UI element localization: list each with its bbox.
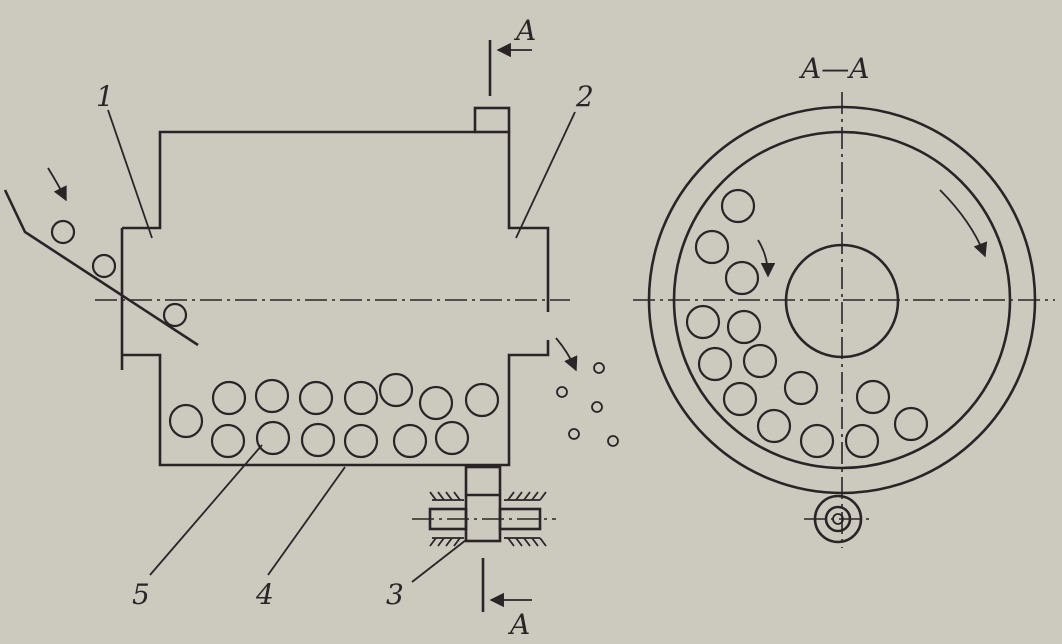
drum-side-view: A A 1 2 3 4 5 xyxy=(3,14,619,641)
discharge-arrow xyxy=(555,337,578,372)
leader-2 xyxy=(515,111,576,239)
section-marker-bottom: A xyxy=(481,558,532,641)
section-marker-top: A xyxy=(488,14,536,96)
part-label-1: 1 xyxy=(96,80,114,113)
section-view: A—A xyxy=(633,52,1055,548)
feed-ball xyxy=(162,302,188,328)
section-title: A—A xyxy=(798,52,869,85)
part-label-3: 3 xyxy=(386,578,404,611)
drum-shell-outline xyxy=(120,130,550,467)
feed-chute xyxy=(3,189,199,347)
leader-5 xyxy=(149,444,263,576)
section-marker-bottom-label: A xyxy=(507,608,530,641)
discharge-particles xyxy=(556,362,619,447)
leader-4 xyxy=(267,466,346,576)
feed-ball xyxy=(91,253,117,279)
drum-top-tab xyxy=(473,106,511,134)
ball-flow-arrow xyxy=(757,239,776,278)
feed-arrow xyxy=(47,167,67,202)
rotation-arrow xyxy=(939,189,988,258)
section-balls xyxy=(685,188,929,459)
section-marker-top-label: A xyxy=(513,14,536,47)
leader-3 xyxy=(411,539,467,583)
part-label-4: 4 xyxy=(255,578,274,611)
part-label-5: 5 xyxy=(132,578,150,611)
drive-bearing xyxy=(412,465,556,547)
drum-balls xyxy=(168,372,500,459)
part-label-2: 2 xyxy=(575,80,594,113)
drive-roller xyxy=(804,494,874,544)
feed-ball xyxy=(50,219,76,245)
leader-1 xyxy=(107,109,153,239)
